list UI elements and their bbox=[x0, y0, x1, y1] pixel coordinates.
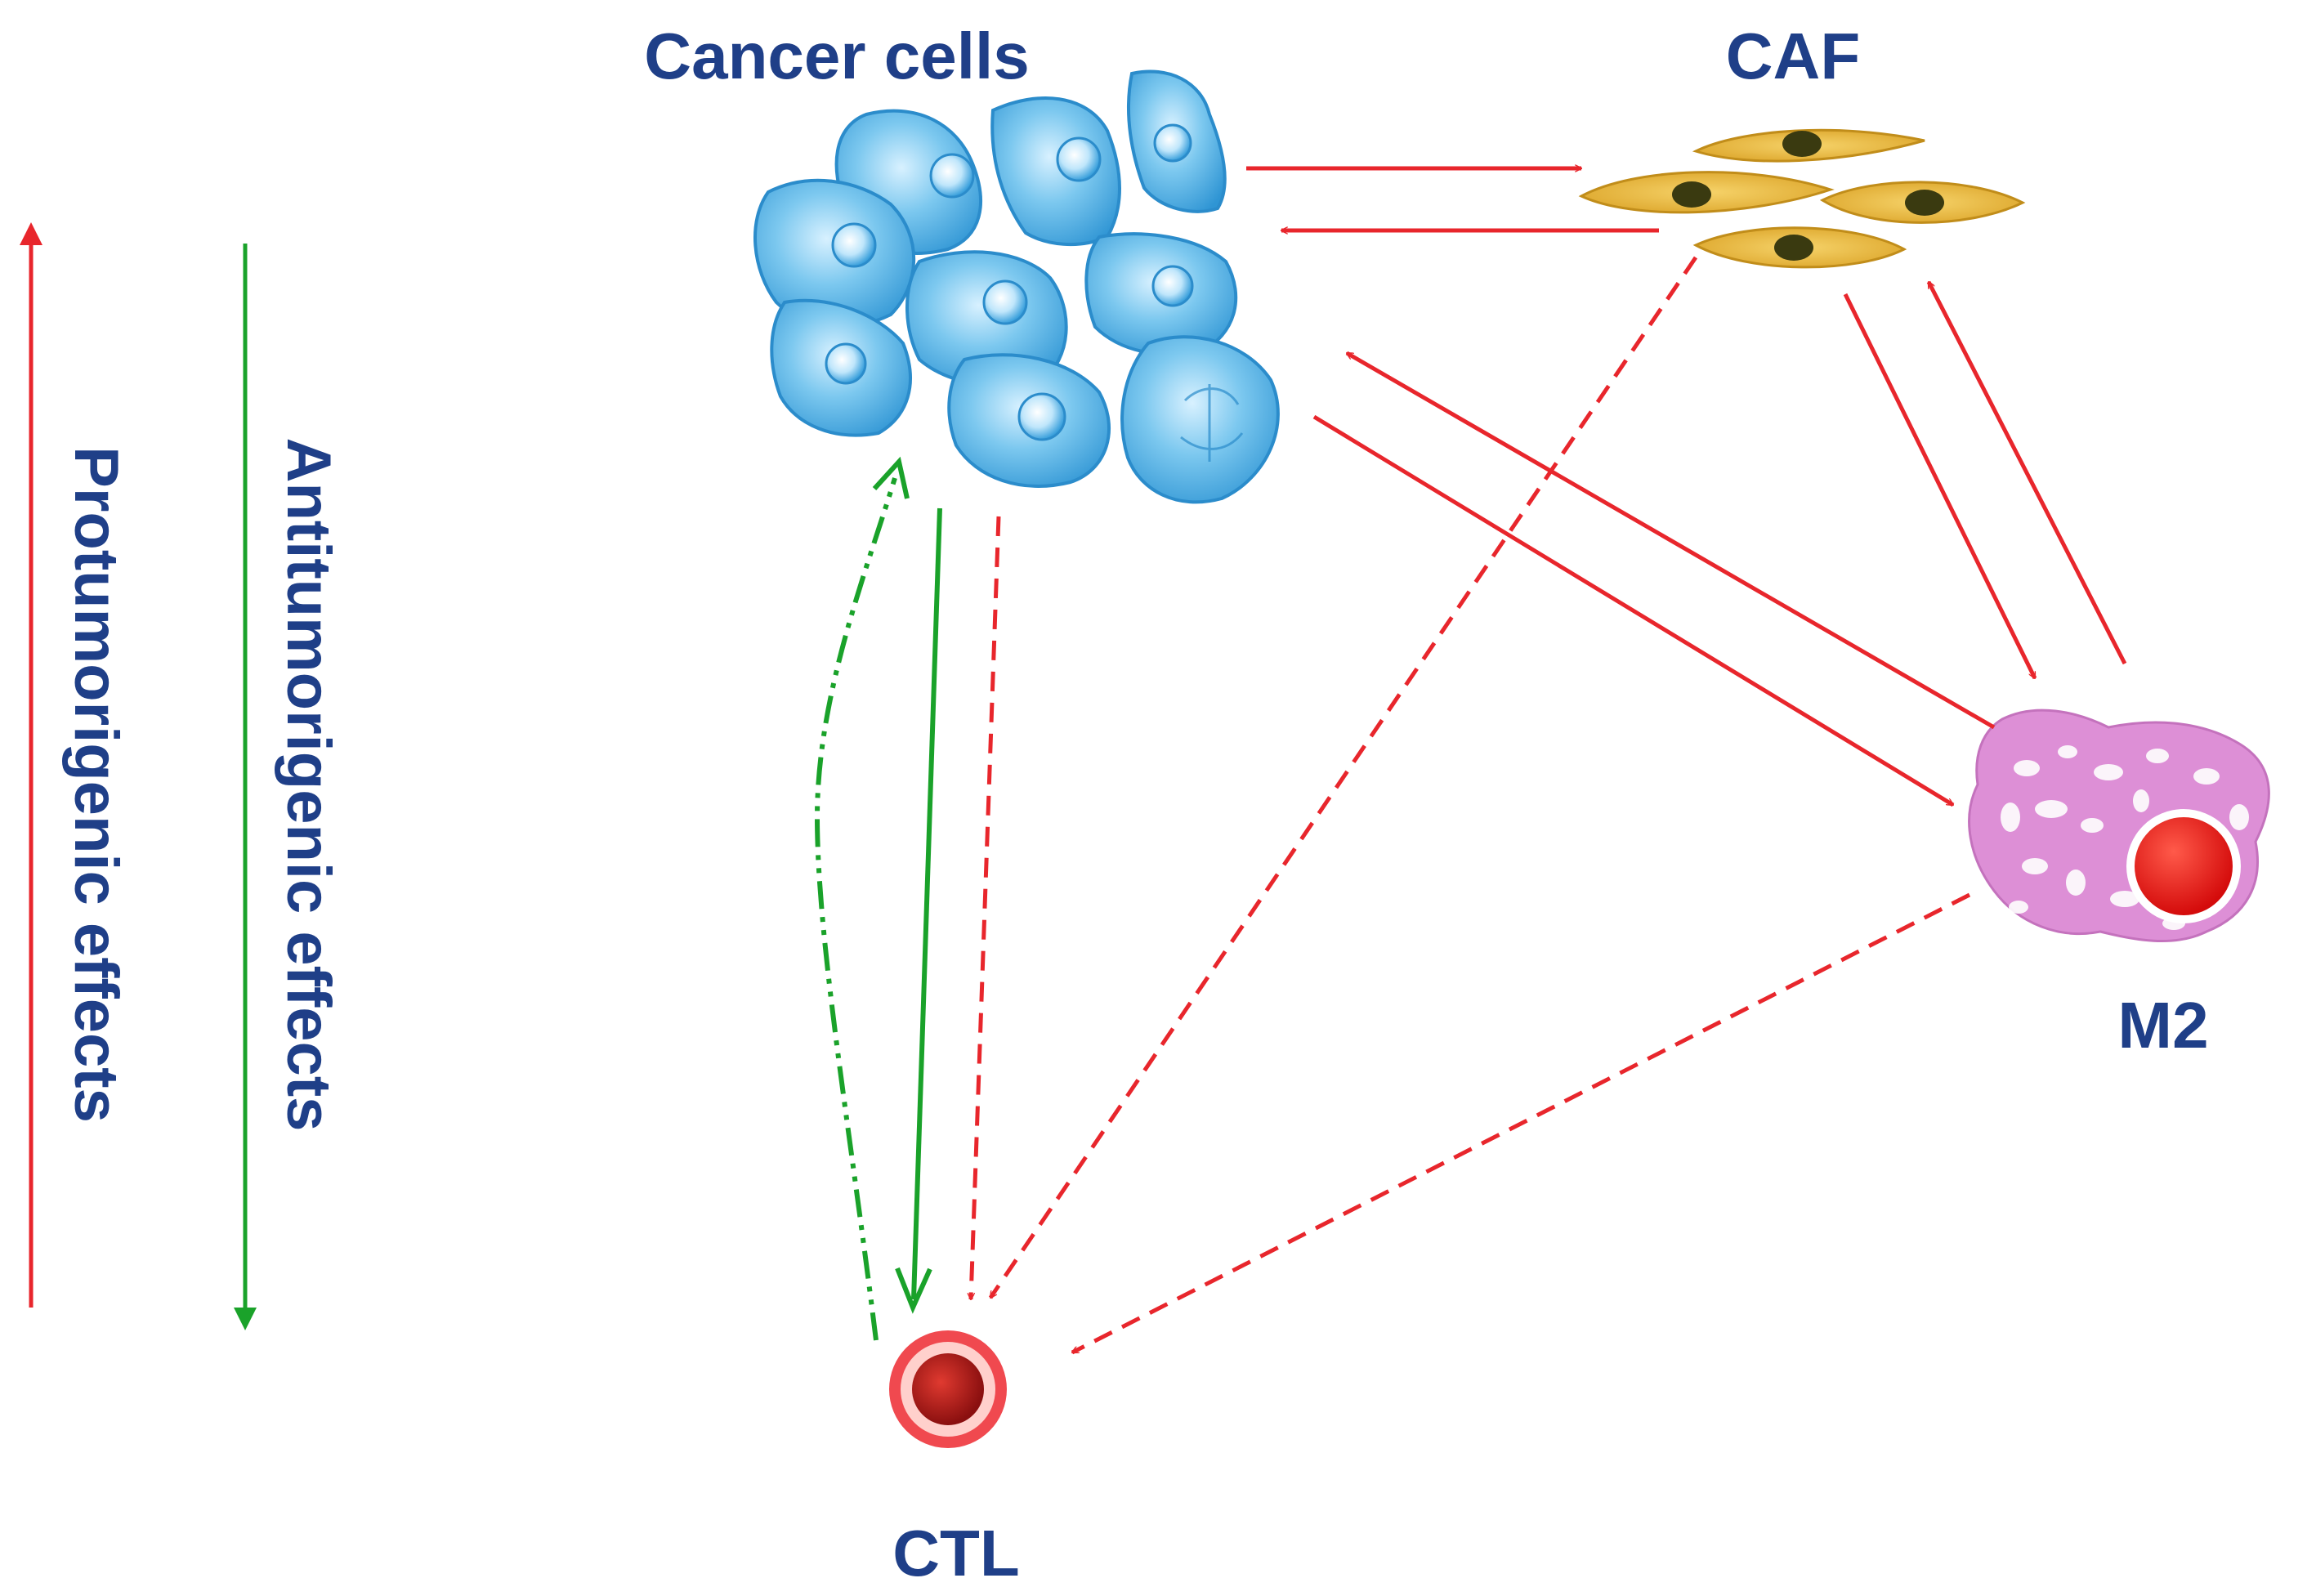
arrow-cancer-to-m2 bbox=[1312, 414, 1953, 807]
legend-protumorigenic-arrow bbox=[20, 222, 42, 1308]
m2-macrophage bbox=[1968, 709, 2270, 943]
ctl-label: CTL bbox=[892, 1517, 1020, 1589]
arrow-caf-to-ctl-dashed bbox=[988, 256, 1698, 1298]
arrow-m2-to-caf bbox=[1926, 282, 2127, 665]
m2-label: M2 bbox=[2117, 989, 2208, 1062]
arrow-ctl-to-cancer-dashdot bbox=[814, 456, 910, 1341]
arrow-caf-to-m2 bbox=[1843, 293, 2037, 678]
legend-antitumorigenic-label: Antitumorigenic effects bbox=[274, 438, 343, 1132]
cancer-cells-cluster bbox=[753, 69, 1280, 504]
arrow-cancer-to-ctl-green bbox=[895, 507, 942, 1314]
arrow-cancer-to-ctl-dashed bbox=[971, 516, 1001, 1299]
legend-protumorigenic-label: Protumorigenic effects bbox=[61, 446, 131, 1123]
ctl-cell bbox=[889, 1330, 1007, 1448]
legend-antitumorigenic-arrow bbox=[234, 244, 257, 1330]
arrow-m2-to-ctl-dashed bbox=[1072, 892, 1971, 1355]
arrow-m2-to-cancer bbox=[1347, 351, 1996, 730]
caf-label: CAF bbox=[1726, 20, 1860, 92]
caf-cluster bbox=[1578, 128, 2026, 269]
cancer-cells-label: Cancer cells bbox=[644, 20, 1029, 92]
